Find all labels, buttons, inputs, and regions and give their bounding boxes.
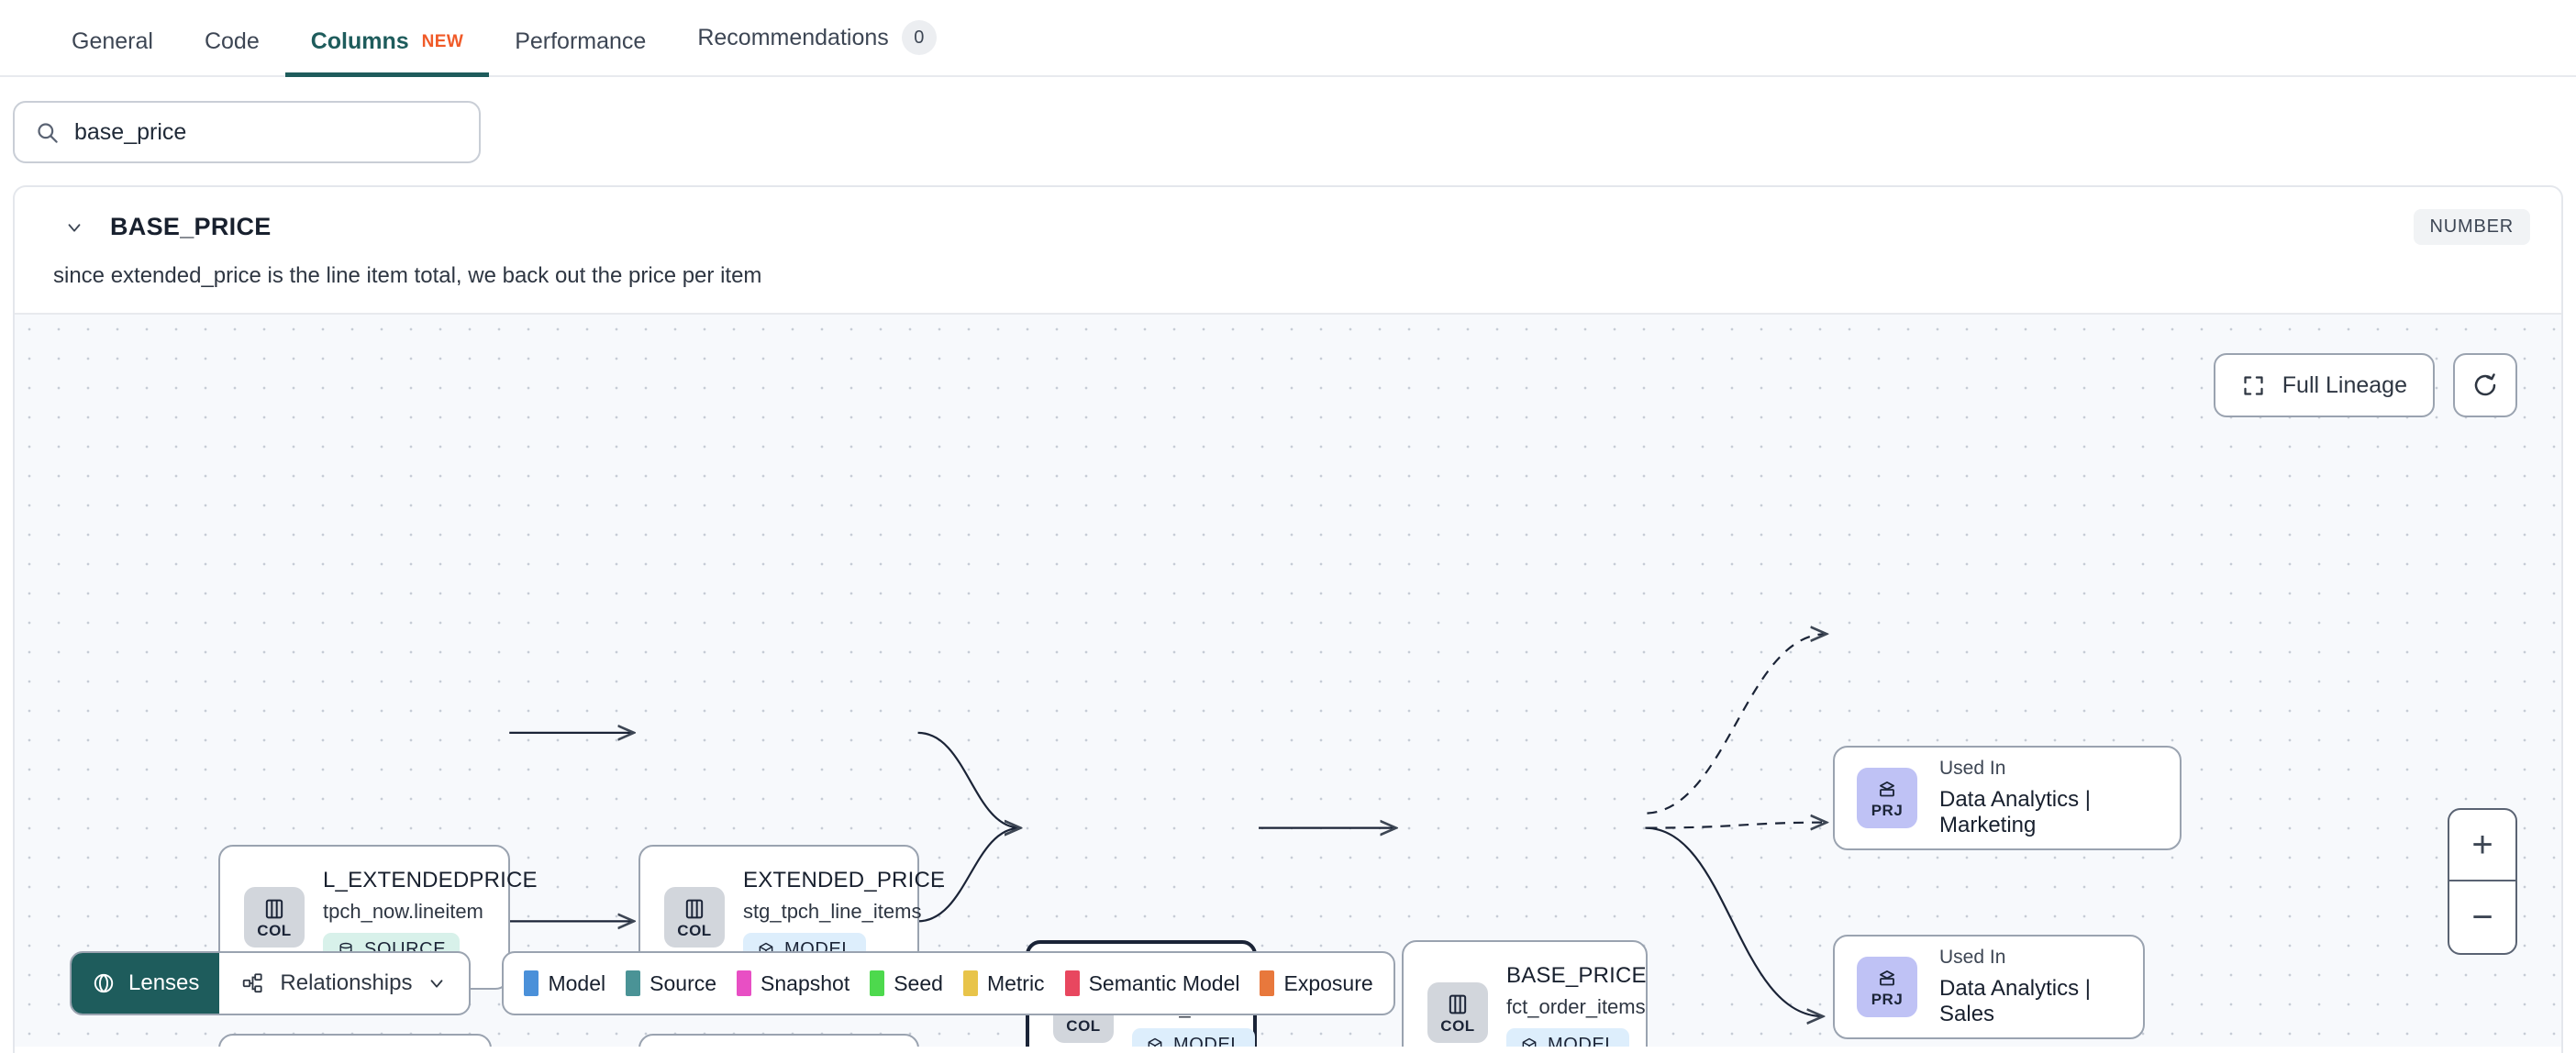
legend-swatch bbox=[626, 970, 641, 996]
expand-corners-icon bbox=[2241, 373, 2266, 398]
tab-label: Columns bbox=[310, 28, 409, 54]
zoom-controls: + − bbox=[2448, 808, 2517, 955]
column-icon: COL bbox=[664, 887, 725, 948]
lineage-node-l-quantity[interactable]: COL L_QUANTITY tpch_now.lineitem SOURCE bbox=[218, 1034, 492, 1047]
tab-new-badge: NEW bbox=[421, 31, 464, 51]
search-section bbox=[0, 77, 2576, 185]
tab-label: Recommendations bbox=[697, 24, 889, 50]
tab-columns[interactable]: Columns NEW bbox=[284, 28, 490, 77]
column-icon-label: COL bbox=[257, 922, 292, 939]
page-title: BASE_PRICE bbox=[110, 213, 272, 240]
legend-swatch bbox=[962, 970, 978, 996]
legend-swatch bbox=[1260, 970, 1275, 996]
column-type-badge: NUMBER bbox=[2413, 209, 2530, 245]
node-name: EXTENDED_PRICE bbox=[743, 868, 946, 892]
legend-label: Semantic Model bbox=[1088, 970, 1240, 995]
tab-label: Performance bbox=[515, 28, 647, 54]
node-type-badge: MODEL bbox=[1506, 1028, 1630, 1047]
project-icon-label: PRJ bbox=[1871, 802, 1904, 819]
tab-performance[interactable]: Performance bbox=[489, 28, 672, 75]
zoom-out-button[interactable]: − bbox=[2471, 897, 2493, 937]
tab-label: Code bbox=[204, 28, 260, 54]
column-description: since extended_price is the line item to… bbox=[53, 263, 762, 288]
legend-swatch bbox=[1064, 970, 1080, 996]
search-input[interactable] bbox=[74, 118, 459, 146]
node-kicker: Used In bbox=[1939, 758, 2006, 779]
lineage-edges bbox=[491, 315, 2561, 1047]
tab-recommendations-count: 0 bbox=[901, 20, 937, 55]
search-box[interactable] bbox=[13, 101, 481, 163]
node-subtitle: fct_order_items bbox=[1506, 995, 1646, 1018]
tab-label: General bbox=[72, 28, 153, 54]
relationships-icon bbox=[241, 971, 265, 995]
lineage-legend: Model Source Snapshot Seed Metric bbox=[502, 951, 1395, 1015]
relationships-label: Relationships bbox=[280, 970, 413, 995]
lineage-node-base-price-fct-order-items[interactable]: COL BASE_PRICE fct_order_items MODEL bbox=[1402, 940, 1648, 1047]
lineage-node-project-sales[interactable]: PRJ Used In Data Analytics | Sales bbox=[1833, 935, 2145, 1039]
legend-label: Exposure bbox=[1283, 970, 1373, 995]
legend-label: Metric bbox=[986, 970, 1045, 995]
chevron-down-icon[interactable] bbox=[61, 214, 88, 241]
legend-label: Source bbox=[650, 970, 717, 995]
lineage-canvas[interactable]: COL L_EXTENDEDPRICE tpch_now.lineitem SO… bbox=[15, 313, 2561, 1047]
legend-item: Source bbox=[626, 970, 716, 996]
legend-label: Seed bbox=[894, 970, 943, 995]
refresh-button[interactable] bbox=[2453, 353, 2517, 417]
node-kicker: Used In bbox=[1939, 947, 2006, 968]
tab-code[interactable]: Code bbox=[179, 28, 285, 75]
lenses-button[interactable]: Lenses bbox=[72, 953, 220, 1014]
legend-item: Seed bbox=[870, 970, 943, 996]
project-icon: PRJ bbox=[1857, 768, 1917, 828]
node-subtitle: tpch_now.lineitem bbox=[323, 900, 483, 923]
node-name: L_EXTENDEDPRICE bbox=[323, 868, 538, 892]
legend-swatch bbox=[737, 970, 752, 996]
column-header: BASE_PRICE NUMBER bbox=[15, 187, 2561, 250]
project-icon-label: PRJ bbox=[1871, 991, 1904, 1008]
node-subtitle: stg_tpch_line_items bbox=[743, 900, 922, 923]
refresh-icon bbox=[2471, 371, 2499, 399]
project-icon: PRJ bbox=[1857, 957, 1917, 1017]
node-name: Data Analytics | Sales bbox=[1939, 976, 2091, 1026]
node-name: Data Analytics | Marketing bbox=[1939, 787, 2091, 837]
chevron-down-icon bbox=[427, 973, 447, 993]
legend-label: Snapshot bbox=[761, 970, 850, 995]
lineage-node-project-marketing[interactable]: PRJ Used In Data Analytics | Marketing bbox=[1833, 746, 2182, 850]
column-icon-label: COL bbox=[1440, 1017, 1475, 1035]
column-icon: COL bbox=[244, 887, 305, 948]
zoom-in-button[interactable]: + bbox=[2449, 810, 2515, 881]
legend-item: Exposure bbox=[1260, 970, 1373, 996]
full-lineage-button[interactable]: Full Lineage bbox=[2213, 353, 2435, 417]
column-card: BASE_PRICE NUMBER since extended_price i… bbox=[13, 185, 2563, 1053]
cube-icon bbox=[1522, 1037, 1537, 1047]
search-icon bbox=[35, 120, 60, 145]
legend-label: Model bbox=[548, 970, 606, 995]
legend-item: Model bbox=[524, 970, 605, 996]
lineage-node-quantity[interactable]: COL QUANTITY stg_tpch_line_items MODEL bbox=[638, 1034, 919, 1047]
legend-item: Semantic Model bbox=[1064, 970, 1240, 996]
canvas-top-controls: Full Lineage bbox=[2213, 353, 2517, 417]
legend-item: Metric bbox=[962, 970, 1045, 996]
tab-general[interactable]: General bbox=[46, 28, 179, 75]
relationships-button[interactable]: Relationships bbox=[219, 953, 469, 1014]
lenses-label: Lenses bbox=[128, 970, 200, 995]
column-icon: COL bbox=[1427, 982, 1488, 1043]
column-icon-label: COL bbox=[677, 922, 712, 939]
node-name: BASE_PRICE bbox=[1506, 963, 1647, 988]
full-lineage-label: Full Lineage bbox=[2282, 371, 2407, 398]
canvas-bottom-bar: Lenses Relationships bbox=[70, 951, 1395, 1015]
legend-swatch bbox=[524, 970, 539, 996]
column-icon-label: COL bbox=[1066, 1017, 1101, 1035]
cube-icon bbox=[1148, 1037, 1162, 1047]
legend-item: Snapshot bbox=[737, 970, 849, 996]
lenses-group: Lenses Relationships bbox=[70, 951, 472, 1015]
legend-swatch bbox=[870, 970, 885, 996]
node-badge-label: MODEL bbox=[1173, 1035, 1242, 1047]
lens-icon bbox=[92, 971, 116, 995]
tab-bar: General Code Columns NEW Performance Rec… bbox=[0, 0, 2576, 77]
tab-recommendations[interactable]: Recommendations 0 bbox=[672, 20, 961, 75]
node-type-badge: MODEL bbox=[1132, 1028, 1256, 1047]
node-badge-label: MODEL bbox=[1548, 1035, 1616, 1047]
